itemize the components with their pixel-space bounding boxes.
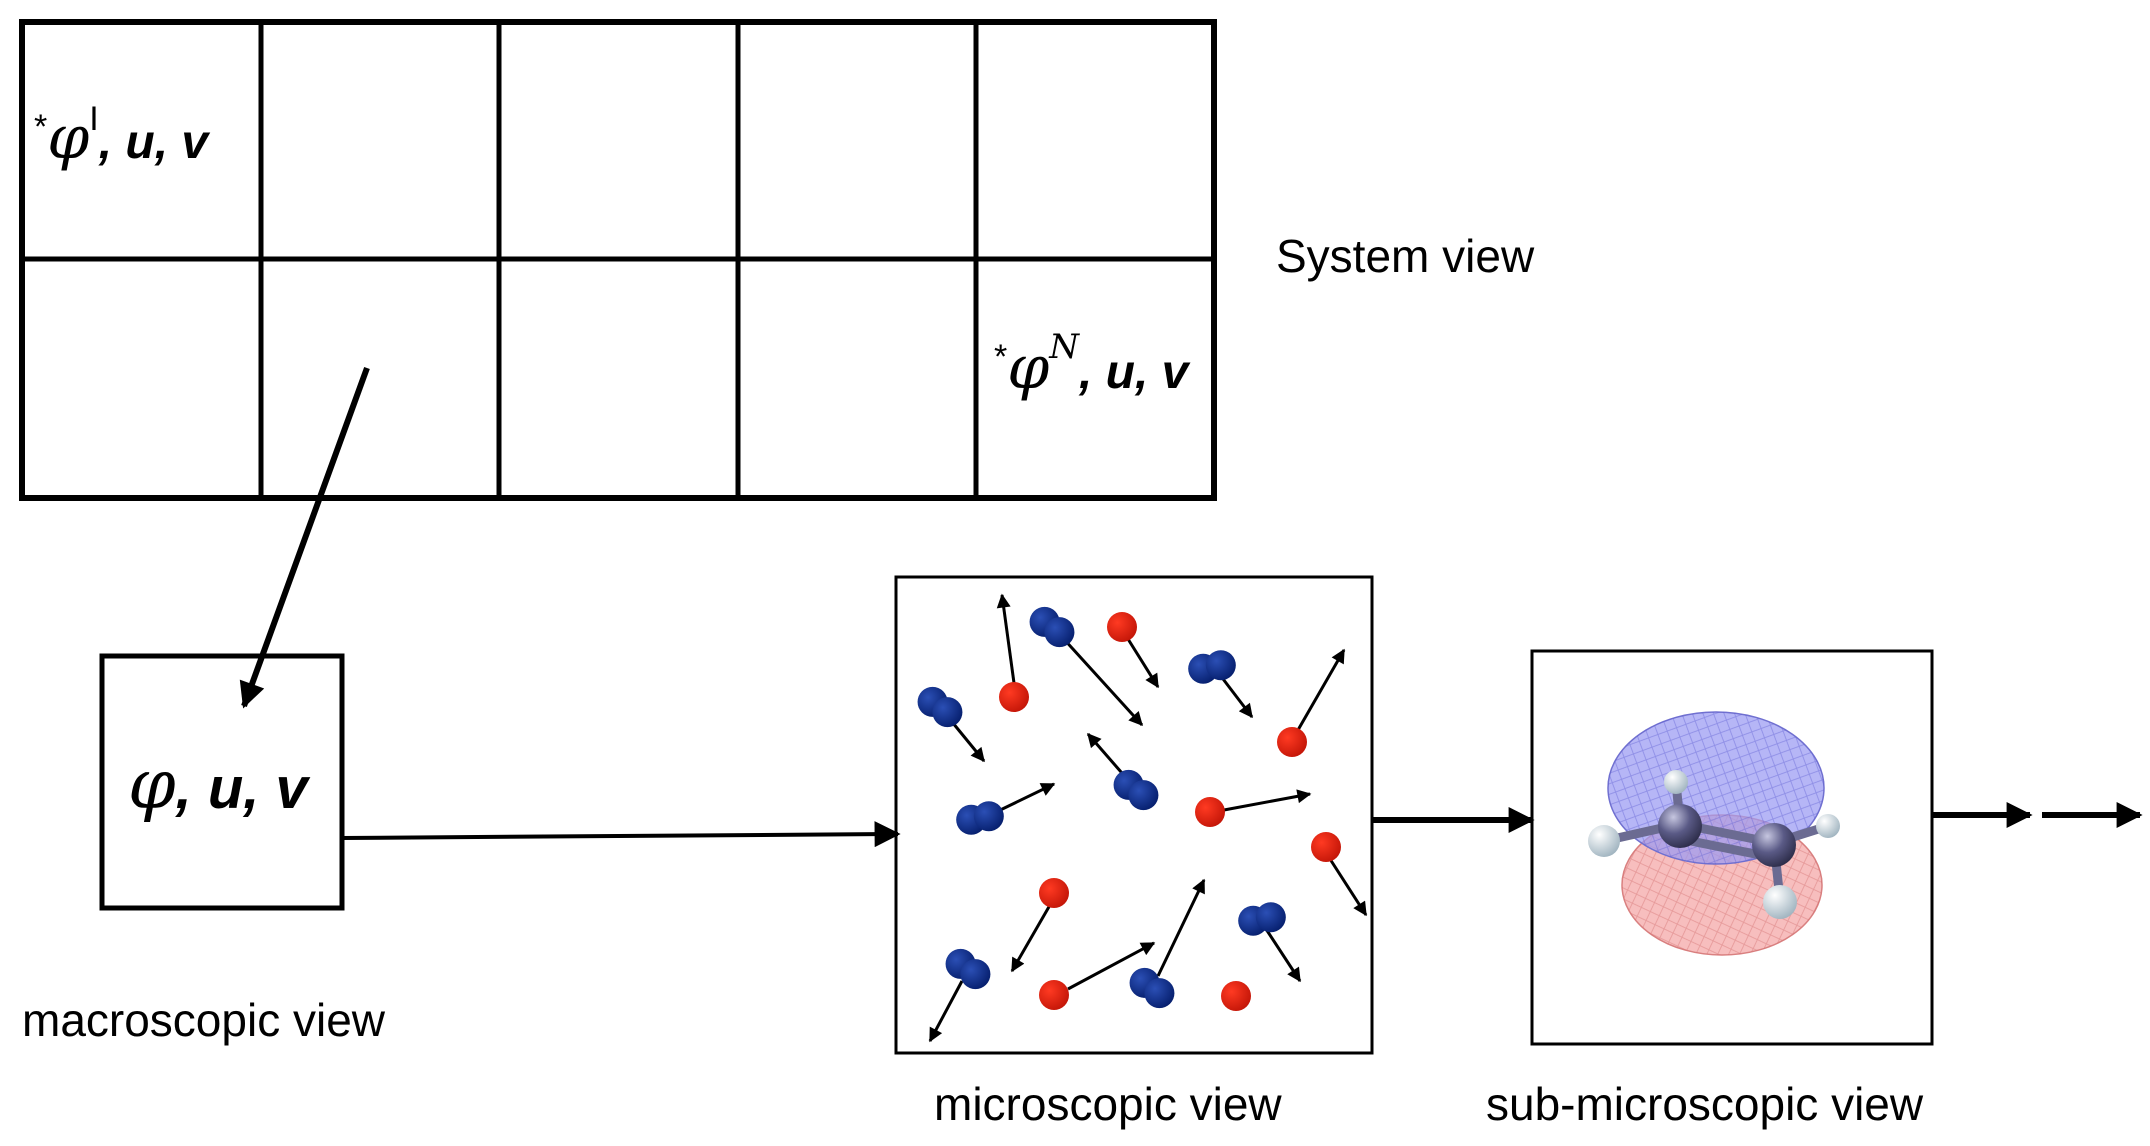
atom-icon — [999, 682, 1029, 712]
sub-microscopic-box — [1530, 649, 1934, 1046]
velocity-arrow — [991, 782, 1056, 816]
diatomic-molecule-icon — [1129, 967, 1175, 1009]
velocity-arrow — [1010, 904, 1052, 973]
velocity-arrow — [996, 593, 1016, 684]
microscopic-box — [894, 575, 1374, 1055]
diatomic-molecule-icon — [917, 686, 963, 728]
velocity-arrow — [1067, 941, 1156, 991]
diatomic-molecule-icon — [1113, 769, 1159, 811]
system-view-grid: *φI, u, v *φN, u, v — [19, 19, 1217, 501]
macroscopic-box — [99, 653, 345, 911]
atom-icon — [1107, 612, 1137, 642]
macroscopic-view-label: macroscopic view — [22, 994, 386, 1046]
particle-field — [917, 593, 1368, 1043]
velocity-arrow — [1264, 928, 1302, 983]
velocity-arrow — [1218, 674, 1254, 719]
atom-icon — [1277, 727, 1307, 757]
sub-microscopic-view-label: sub-microscopic view — [1486, 1078, 1924, 1130]
zoom-arrow-grid-to-macro — [239, 366, 370, 709]
velocity-arrow — [1060, 635, 1144, 727]
macroscopic-box-label: φ, u, v — [128, 746, 311, 825]
grid-cell-last-label: *φN, u, v — [994, 327, 1191, 403]
pi-orbital-ethylene-icon — [1588, 711, 1840, 956]
velocity-arrow — [1296, 648, 1346, 731]
atom-icon — [1039, 878, 1069, 908]
system-view-label: System view — [1276, 230, 1535, 282]
diatomic-molecule-icon — [1029, 606, 1075, 648]
velocity-arrow — [1156, 878, 1206, 977]
atom-icon — [1221, 981, 1251, 1011]
velocity-arrow — [1223, 789, 1312, 812]
diatomic-molecule-icon — [1238, 902, 1286, 936]
grid-lines — [22, 22, 1214, 498]
diatomic-molecule-icon — [1188, 650, 1236, 684]
atom-icon — [1195, 797, 1225, 827]
arrow-macro-to-micro — [341, 821, 901, 848]
grid-cell-first-label: *φI, u, v — [34, 100, 210, 173]
diatomic-molecule-icon — [945, 948, 991, 990]
atom-icon — [1039, 980, 1069, 1010]
atom-icon — [1311, 832, 1341, 862]
velocity-arrow — [1126, 638, 1160, 689]
diatomic-molecule-icon — [956, 801, 1004, 835]
velocity-arrow — [928, 980, 964, 1043]
velocity-arrow — [1328, 858, 1368, 917]
microscopic-view-label: microscopic view — [934, 1078, 1282, 1130]
